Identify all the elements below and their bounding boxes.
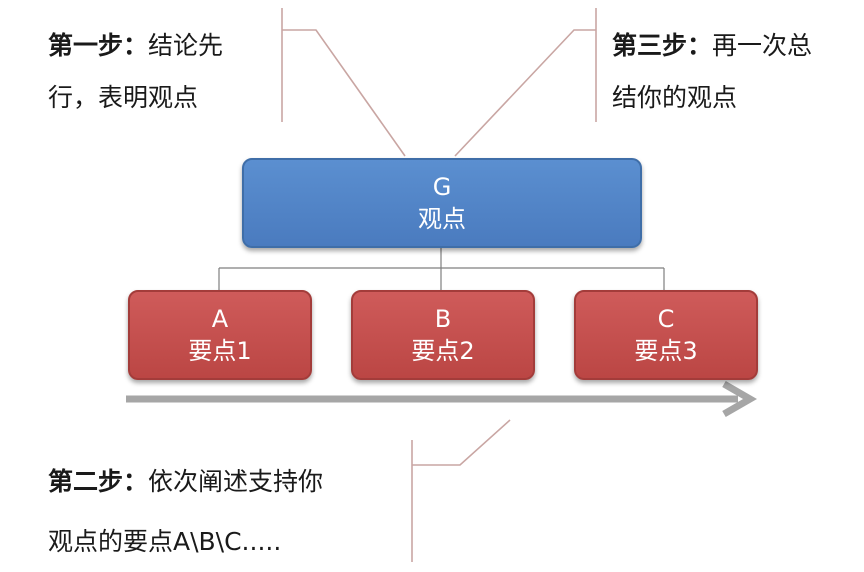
note-step3: 第三步：再一次总 结你的观点 <box>612 20 812 124</box>
note-step2-text: 依次阐述支持你 <box>148 467 324 496</box>
child-node-c: C 要点3 <box>574 290 758 380</box>
child-node-c-text: 要点3 <box>634 337 698 365</box>
note-step3-label: 第三步： <box>612 31 713 60</box>
note-step1-text: 结论先 <box>148 31 224 60</box>
callout-step1 <box>281 8 406 157</box>
tree-connectors <box>218 246 665 290</box>
progression-arrow <box>126 380 758 418</box>
note-step3-line1: 第三步：再一次总 <box>612 20 812 72</box>
child-node-b-text: 要点2 <box>411 337 475 365</box>
child-node-a-letter: A <box>211 305 229 333</box>
child-node-c-letter: C <box>657 305 675 333</box>
callout-step2 <box>411 419 511 562</box>
note-step2: 第二步：依次阐述支持你 观点的要点A\B\C..... <box>48 452 323 572</box>
note-step2-line2: 观点的要点A\B\C..... <box>48 527 282 556</box>
root-node-text: 观点 <box>418 205 466 233</box>
note-step3-line2: 结你的观点 <box>612 83 738 112</box>
note-step1-line1: 第一步：结论先 <box>48 20 223 72</box>
note-step3-text: 再一次总 <box>712 31 813 60</box>
note-step1: 第一步：结论先 行，表明观点 <box>48 20 223 124</box>
child-node-a: A 要点1 <box>128 290 312 380</box>
note-step2-label: 第二步： <box>48 467 149 496</box>
root-node: G 观点 <box>242 158 642 248</box>
note-step1-line2: 行，表明观点 <box>48 83 199 112</box>
child-node-b: B 要点2 <box>351 290 535 380</box>
note-step2-line1: 第二步：依次阐述支持你 <box>48 452 323 512</box>
child-node-b-letter: B <box>434 305 452 333</box>
note-step1-label: 第一步： <box>48 31 149 60</box>
child-node-a-text: 要点1 <box>188 337 252 365</box>
root-node-letter: G <box>432 173 452 201</box>
callout-step3 <box>454 8 597 157</box>
